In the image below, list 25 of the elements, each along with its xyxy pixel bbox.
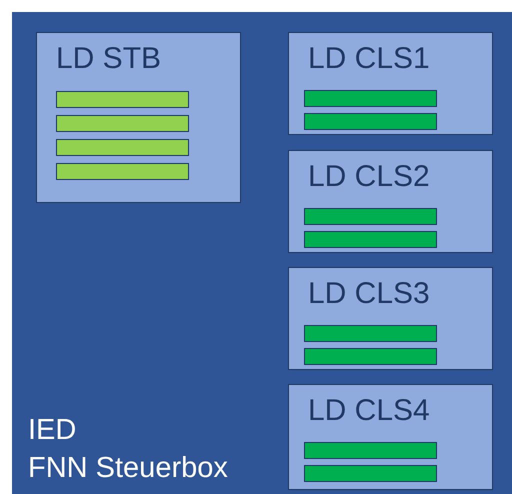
bar <box>304 208 437 225</box>
device-title: LD CLS2 <box>308 159 430 195</box>
logical-device-box <box>36 32 241 203</box>
bar <box>56 163 189 180</box>
logical-device-box <box>288 150 493 253</box>
device-title: LD CLS1 <box>308 41 430 77</box>
logical-device-box <box>288 32 493 135</box>
bar <box>304 90 437 107</box>
bar <box>304 231 437 248</box>
bar <box>56 115 189 132</box>
bar <box>56 91 189 108</box>
device-label: IED <box>28 413 76 448</box>
bar <box>304 442 437 459</box>
bar <box>304 325 437 342</box>
bar <box>304 348 437 365</box>
device-name: FNN Steuerbox <box>28 451 228 486</box>
device-title: LD CLS4 <box>308 393 430 429</box>
device-panel <box>12 12 512 494</box>
logical-device-box <box>288 384 493 490</box>
logical-device-box <box>288 267 493 370</box>
device-title: LD STB <box>56 41 162 77</box>
bar <box>56 139 189 156</box>
bar <box>304 465 437 482</box>
device-title: LD CLS3 <box>308 276 430 312</box>
bar <box>304 113 437 130</box>
